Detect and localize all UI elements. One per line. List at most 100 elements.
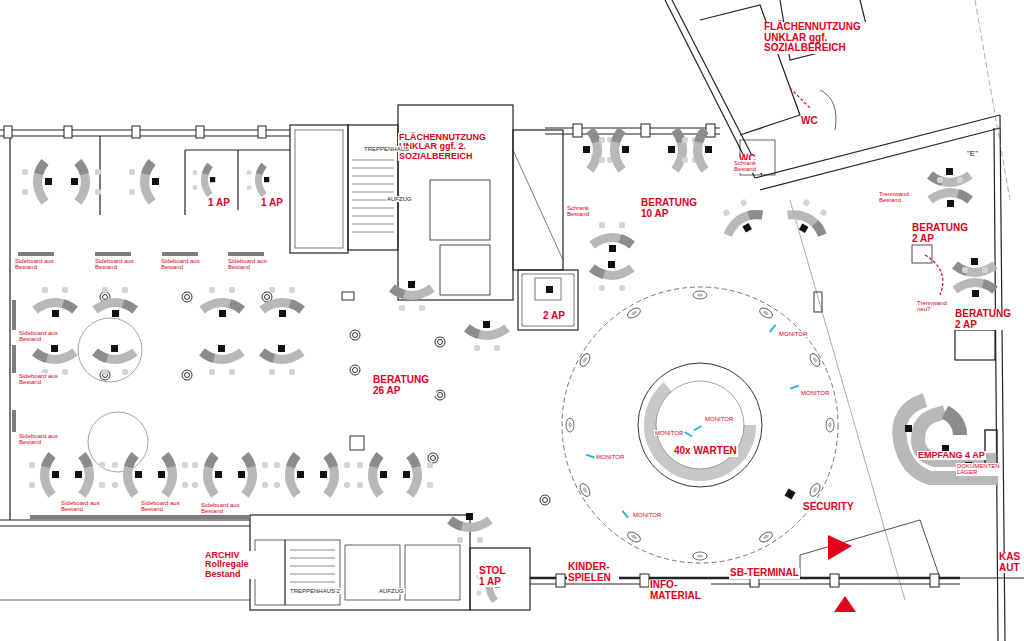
plan-symbol [428,453,438,463]
area-label: SECURITY [802,502,855,513]
plan-path [820,90,836,130]
plan-line [545,133,720,134]
plan-symbol [578,352,592,368]
plan-line [352,160,394,161]
plan-symbol [95,345,135,375]
plan-rect [18,252,54,256]
plan-symbol [357,455,387,495]
plan-line [545,127,720,128]
plan-symbol [626,306,642,320]
plan-line [290,574,335,575]
plan-line [920,520,940,578]
plan-rect [196,126,204,138]
plan-symbol [693,291,707,299]
area-label: EMPFANG 4 AP [917,451,986,460]
plan-symbol [467,321,507,351]
plan-symbol [784,195,834,241]
furniture-note: Sideboard aus Bestand [60,500,102,513]
plan-rect [684,431,693,437]
plan-circle [78,318,142,382]
area-label: BERATUNG 2 AP [954,309,1016,330]
plan-line [0,135,290,136]
plan-symbol [274,455,304,495]
monitor-note: MONITOR [800,390,830,396]
plan-rect [785,489,796,500]
plan-line [790,200,905,600]
room-note: AUFZUG [378,588,405,594]
furniture-note: Sideboard aus Bestand [200,502,242,515]
plan-rect [12,345,16,373]
plan-symbol [599,130,629,170]
plan-rect [586,454,595,459]
plan-group [290,550,335,590]
area-label: KAS AUT [998,552,1024,573]
area-label: BERATUNG 10 AP [640,198,704,219]
plan-line [290,550,335,551]
plan-line [290,558,335,559]
plan-symbol [930,177,970,207]
plan-rect [4,126,12,138]
plan-symbol [716,195,766,241]
plan-symbol [693,552,707,560]
plan-rect [518,270,578,330]
area-label: 40x WARTEN [673,446,738,457]
furniture-note: Sideboard aus Bestand [14,258,56,271]
plan-path [925,255,943,295]
plan-polygon [828,535,852,560]
plan-line [975,0,1010,200]
plan-line [352,192,394,193]
plan-line [290,582,335,583]
furniture-note: Sideboard aus Bestand [140,500,182,513]
plan-rect [470,548,530,610]
plan-symbol [182,292,192,302]
area-label: STOL 1 AP [478,566,510,587]
workplace-label: 1 AP [260,198,284,209]
room-label: FLÄCHENNUTZUNG UNKLAR ggf. SOZIALBEREICH [763,22,880,54]
plan-rect [342,292,354,300]
plan-rect [814,292,822,312]
plan-circle [656,381,744,469]
furniture-note: Schrank Bestand [733,160,767,173]
room-note: AUFZUG [386,196,413,202]
monitor-note: MONITOR [654,430,684,436]
plan-path [790,88,810,108]
furniture-note: Trennwand Bestand [878,191,922,204]
furniture-note: Sideboard aus Bestand [94,258,136,271]
plan-rect [350,436,364,450]
plan-line [0,600,250,601]
plan-rect [64,126,72,138]
room-label: ARCHIV Rollregale Bestand [204,551,266,579]
plan-line [352,184,394,185]
plan-symbol [202,345,242,375]
plan-circle [650,375,750,475]
plan-group [0,130,290,526]
plan-line [184,150,185,215]
plan-rect [405,545,460,600]
plan-rect [930,574,939,587]
room-note: TREPPENHAUS 2 [289,588,341,594]
plan-group [586,324,799,518]
plan-symbol [758,306,774,320]
plan-symbol [626,530,642,544]
plan-rect [295,130,343,248]
plan-rect [228,252,264,256]
plan-rect [693,425,702,431]
plan-symbol [22,162,52,202]
plan-rect [132,126,140,138]
plan-rect [95,252,131,256]
furniture-note: Sideboard aus Bestand [160,258,202,271]
plan-rect [258,126,266,138]
plan-symbol [75,455,105,495]
plan-symbol [29,455,59,495]
plan-rect [12,410,16,432]
plan-symbol [350,330,360,340]
plan-symbol [71,162,101,202]
plan-symbol [592,261,632,291]
furniture-note: Sideboard aus Bestand [227,258,269,271]
monitor-note: MONITOR [704,416,734,422]
monitor-note: MONITOR [778,331,808,337]
plan-rect [546,286,553,293]
plan-symbol [112,455,142,495]
plan-line [352,168,394,169]
